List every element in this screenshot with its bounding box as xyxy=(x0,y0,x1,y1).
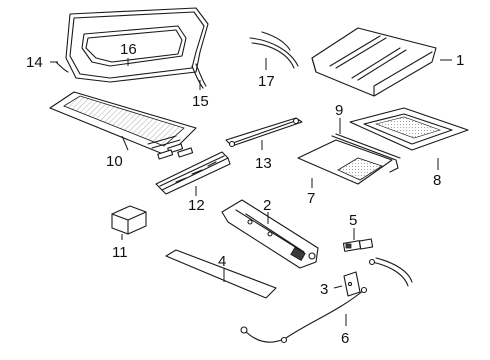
part-10-sunshade xyxy=(49,91,197,160)
callout-6: 6 xyxy=(341,330,349,347)
part-6-wiring-harness xyxy=(240,257,413,344)
part-5-clips xyxy=(342,238,374,252)
part-1-glass-panel xyxy=(311,27,437,97)
callout-13: 13 xyxy=(255,155,272,172)
part-8-frame-panel xyxy=(349,107,469,151)
callout-4: 4 xyxy=(218,253,226,270)
callout-7: 7 xyxy=(307,190,315,207)
part-4-deflector xyxy=(165,249,277,299)
part-17-hose xyxy=(249,31,299,69)
part-2-drive-assembly xyxy=(221,199,319,269)
callout-9: 9 xyxy=(335,102,343,119)
callout-8: 8 xyxy=(433,172,441,189)
part-9-seal xyxy=(331,133,401,173)
part-14-seal xyxy=(55,61,69,73)
callout-3: 3 xyxy=(320,281,328,298)
part-15-drain-hose xyxy=(191,63,207,89)
callout-11: 11 xyxy=(112,244,128,261)
callout-5: 5 xyxy=(349,212,357,229)
callout-16: 16 xyxy=(120,41,137,58)
callout-2: 2 xyxy=(263,197,271,214)
callout-14: 14 xyxy=(26,54,43,71)
callout-10: 10 xyxy=(106,153,123,170)
callout-12: 12 xyxy=(188,197,205,214)
part-11-motor-box xyxy=(111,205,147,235)
part-3-bracket xyxy=(343,271,361,297)
part-16-sunroof-frame xyxy=(65,7,209,83)
part-7-panel xyxy=(297,139,393,185)
callout-15: 15 xyxy=(192,93,209,110)
part-12-rail xyxy=(155,151,231,195)
callout-17: 17 xyxy=(258,73,275,90)
leader-lines xyxy=(50,58,452,326)
callout-1: 1 xyxy=(456,52,464,69)
callout-labels: 1 2 3 4 5 6 7 8 9 10 11 12 13 14 15 16 1… xyxy=(26,41,464,347)
part-13-guide-rail xyxy=(225,117,303,148)
